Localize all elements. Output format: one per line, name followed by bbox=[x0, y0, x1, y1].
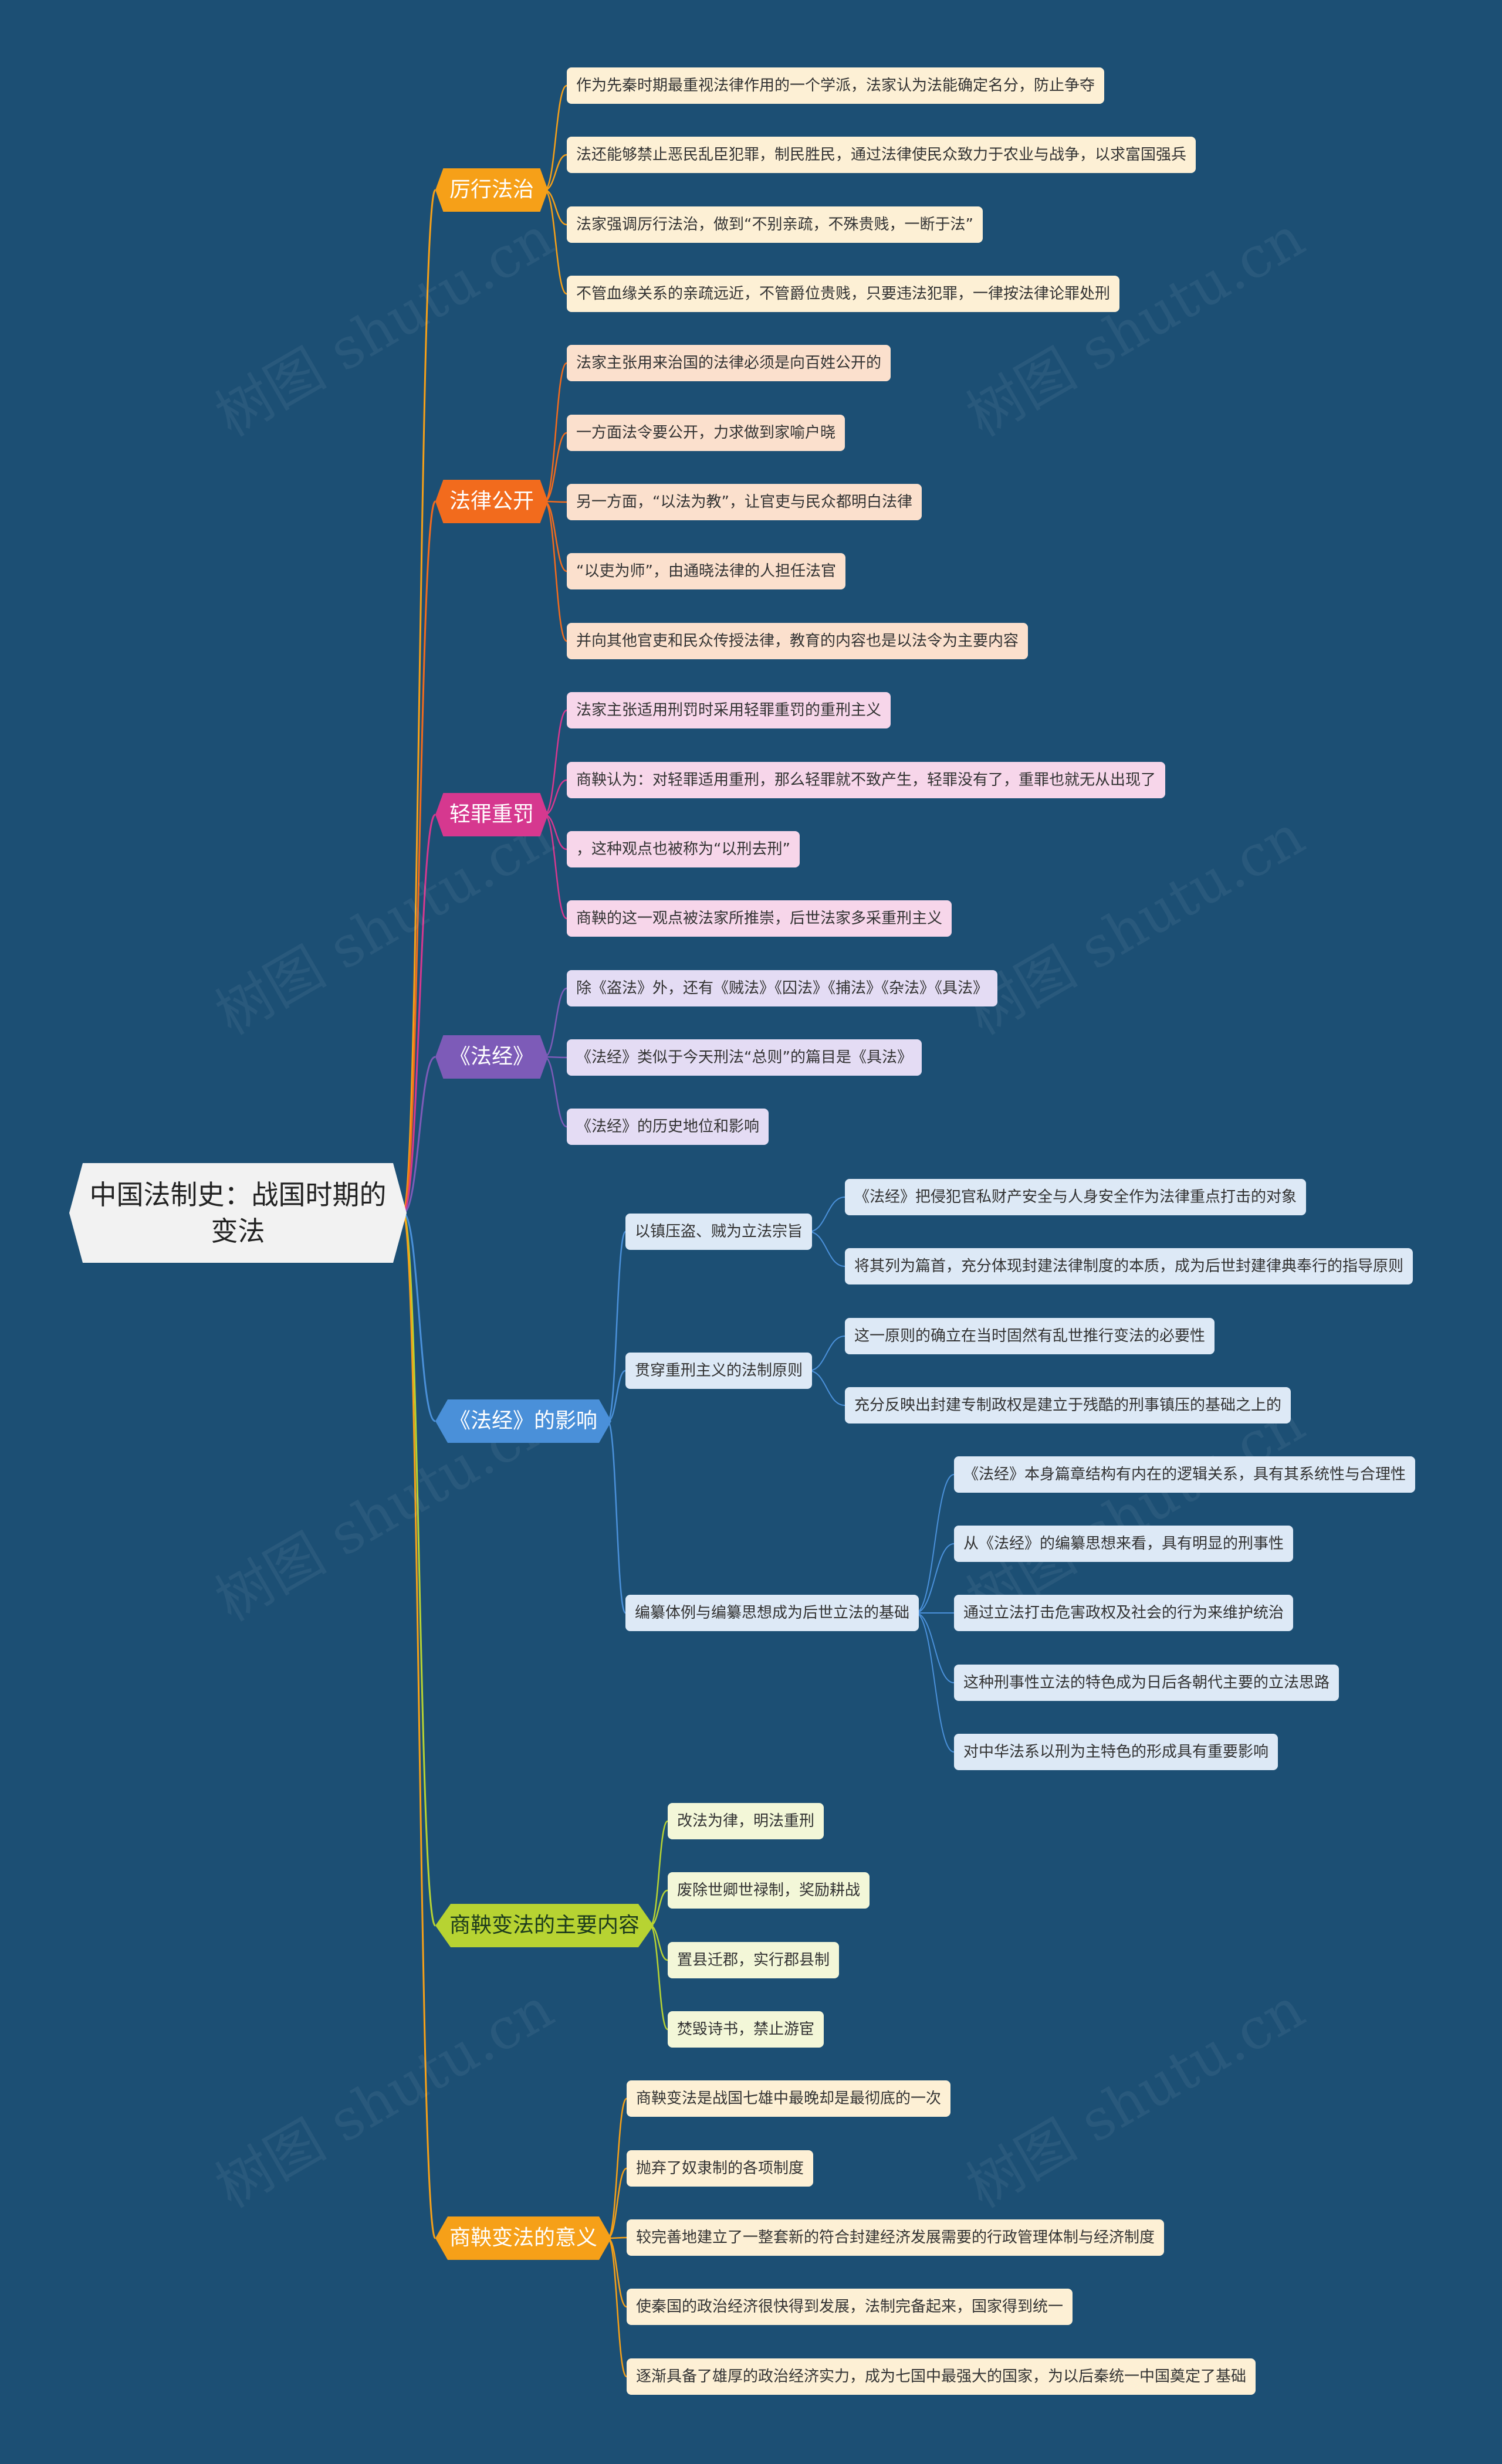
leaf-b5-2-0[interactable]: 《法经》本身篇章结构有内在的逻辑关系，具有其系统性与合理性 bbox=[954, 1456, 1416, 1493]
leaf-b5-2-3[interactable]: 这种刑事性立法的特色成为日后各朝代主要的立法思路 bbox=[954, 1665, 1339, 1701]
leaf-b5-2-2[interactable]: 通过立法打击危害政权及社会的行为来维护统治 bbox=[954, 1595, 1294, 1631]
leaf-b5-1-1[interactable]: 充分反映出封建专制政权是建立于残酷的刑事镇压的基础之上的 bbox=[845, 1387, 1291, 1424]
connector-line bbox=[544, 814, 567, 920]
connector-line bbox=[808, 1231, 845, 1267]
leaf-b7-2[interactable]: 较完善地建立了一整套新的符合封建经济发展需要的行政管理体制与经济制度 bbox=[627, 2219, 1165, 2256]
connector-line bbox=[544, 1056, 567, 1128]
leaf-b2-4[interactable]: 并向其他官吏和民众传授法律，教育的内容也是以法令为主要内容 bbox=[567, 623, 1029, 659]
connector-line bbox=[607, 2097, 628, 2239]
leaf-b1-3[interactable]: 不管血缘关系的亲疏远近，不管爵位贵贱，只要违法犯罪，一律按法律论罪处刑 bbox=[567, 276, 1120, 312]
leaf-b6-1[interactable]: 废除世卿世禄制，奖励耕战 bbox=[668, 1872, 870, 1909]
connector-line bbox=[607, 2167, 627, 2239]
connector-line bbox=[544, 500, 567, 642]
connector-line bbox=[402, 1212, 436, 1422]
connector-line bbox=[808, 1336, 845, 1371]
leaf-b4-0[interactable]: 除《盗法》外，还有《贼法》《囚法》《捕法》《杂法》《具法》 bbox=[567, 970, 998, 1006]
leaf-b6-2[interactable]: 置县迁郡，实行郡县制 bbox=[668, 1942, 840, 1978]
leaf-b2-0[interactable]: 法家主张用来治国的法律必须是向百姓公开的 bbox=[567, 345, 891, 381]
leaf-b5-2-1[interactable]: 从《法经》的编纂思想来看，具有明显的刑事性 bbox=[954, 1526, 1294, 1562]
connector-line bbox=[402, 189, 437, 1214]
connector-line bbox=[402, 1212, 437, 1927]
branch-falv-gongkai[interactable]: 法律公开 bbox=[435, 480, 549, 523]
connector-line bbox=[402, 1056, 436, 1214]
connector-line bbox=[649, 1924, 669, 2031]
root-title-line1: 中国法制史：战国时期的 bbox=[89, 1179, 387, 1211]
connector-line bbox=[649, 1820, 669, 1927]
leaf-b7-0[interactable]: 商鞅变法是战国七雄中最晚却是最彻底的一次 bbox=[627, 2080, 951, 2117]
branch-qingzui-zhongfa[interactable]: 轻罪重罚 bbox=[435, 793, 549, 836]
leaf-b4-2[interactable]: 《法经》的历史地位和影响 bbox=[567, 1109, 769, 1145]
leaf-b7-3[interactable]: 使秦国的政治经济很快得到发展，法制完备起来，国家得到统一 bbox=[627, 2289, 1073, 2325]
connector-line bbox=[544, 189, 567, 295]
root-title-line2: 变法 bbox=[211, 1215, 265, 1247]
connector-line bbox=[607, 1231, 627, 1422]
connector-line bbox=[915, 1543, 955, 1614]
leaf-b2-1[interactable]: 一方面法令要公开，力求做到家喻户晓 bbox=[567, 415, 845, 451]
branch-lixing-fazhi[interactable]: 厉行法治 bbox=[435, 168, 549, 212]
connector-line bbox=[808, 1370, 845, 1406]
connector-line bbox=[544, 84, 567, 191]
leaf-b1-1[interactable]: 法还能够禁止恶民乱臣犯罪，制民胜民，通过法律使民众致力于农业与战争，以求富国强兵 bbox=[567, 137, 1196, 173]
leaf-b5-0-1[interactable]: 将其列为篇首，充分体现封建法律制度的本质，成为后世封建律典奉行的指导原则 bbox=[845, 1248, 1413, 1284]
leaf-b3-3[interactable]: 商鞅的这一观点被法家所推崇，后世法家多采重刑主义 bbox=[567, 900, 952, 937]
connector-line bbox=[402, 500, 437, 1214]
branch-fajing[interactable]: 《法经》 bbox=[435, 1035, 549, 1079]
branch-shangyang-yiyi[interactable]: 商鞅变法的意义 bbox=[435, 2216, 612, 2260]
leaf-b3-0[interactable]: 法家主张适用刑罚时采用轻罪重罚的重刑主义 bbox=[567, 692, 891, 728]
sub-b5-0[interactable]: 以镇压盗、贼为立法宗旨 bbox=[625, 1214, 813, 1250]
connector-line bbox=[607, 2237, 628, 2378]
connector-line bbox=[544, 362, 567, 503]
connector-line bbox=[544, 709, 567, 816]
root-topic[interactable]: 中国法制史：战国时期的 变法 bbox=[69, 1163, 407, 1263]
connector-line bbox=[544, 432, 567, 503]
leaf-b1-2[interactable]: 法家强调厉行法治，做到“不别亲疏，不殊贵贱，一断于法” bbox=[567, 206, 983, 243]
sub-b5-1[interactable]: 贯穿重刑主义的法制原则 bbox=[625, 1353, 813, 1389]
leaf-b2-3[interactable]: “以吏为师”，由通晓法律的人担任法官 bbox=[567, 553, 845, 589]
connector-line bbox=[402, 1212, 437, 2239]
connector-line bbox=[808, 1197, 845, 1232]
connector-line bbox=[544, 987, 567, 1058]
leaf-b5-0-0[interactable]: 《法经》把侵犯官私财产安全与人身安全作为法律重点打击的对象 bbox=[845, 1179, 1307, 1215]
connector-line bbox=[915, 1474, 955, 1614]
connector-line bbox=[607, 2237, 627, 2308]
leaf-b4-1[interactable]: 《法经》类似于今天刑法“总则”的篇目是《具法》 bbox=[567, 1039, 922, 1076]
branch-fajing-yingxiang[interactable]: 《法经》的影响 bbox=[435, 1399, 612, 1443]
branch-shangyang-neirong[interactable]: 商鞅变法的主要内容 bbox=[435, 1904, 654, 1947]
leaf-b1-0[interactable]: 作为先秦时期最重视法律作用的一个学派，法家认为法能确定名分，防止争夺 bbox=[567, 67, 1105, 104]
leaf-b7-4[interactable]: 逐渐具备了雄厚的政治经济实力，成为七国中最强大的国家，为以后秦统一中国奠定了基础 bbox=[627, 2358, 1256, 2395]
leaf-b5-2-4[interactable]: 对中华法系以刑为主特色的形成具有重要影响 bbox=[954, 1734, 1278, 1770]
leaf-b6-0[interactable]: 改法为律，明法重刑 bbox=[668, 1803, 824, 1839]
leaf-b5-1-0[interactable]: 这一原则的确立在当时固然有乱世推行变法的必要性 bbox=[845, 1318, 1215, 1354]
leaf-b3-2[interactable]: ，这种观点也被称为“以刑去刑” bbox=[567, 831, 800, 867]
leaf-b7-1[interactable]: 抛弃了奴隶制的各项制度 bbox=[627, 2150, 814, 2187]
connector-line bbox=[915, 1612, 955, 1753]
connector-line bbox=[915, 1612, 955, 1683]
leaf-b2-2[interactable]: 另一方面，“以法为教”，让官吏与民众都明白法律 bbox=[567, 484, 922, 520]
leaf-b6-3[interactable]: 焚毁诗书，禁止游宦 bbox=[668, 2011, 824, 2048]
leaf-b3-1[interactable]: 商鞅认为：对轻罪适用重刑，那么轻罪就不致产生，轻罪没有了，重罪也就无从出现了 bbox=[567, 762, 1166, 798]
connector-line bbox=[544, 500, 567, 572]
sub-b5-2[interactable]: 编纂体例与编纂思想成为后世立法的基础 bbox=[625, 1595, 919, 1631]
connector-line bbox=[607, 1420, 627, 1614]
connector-line bbox=[402, 814, 437, 1214]
